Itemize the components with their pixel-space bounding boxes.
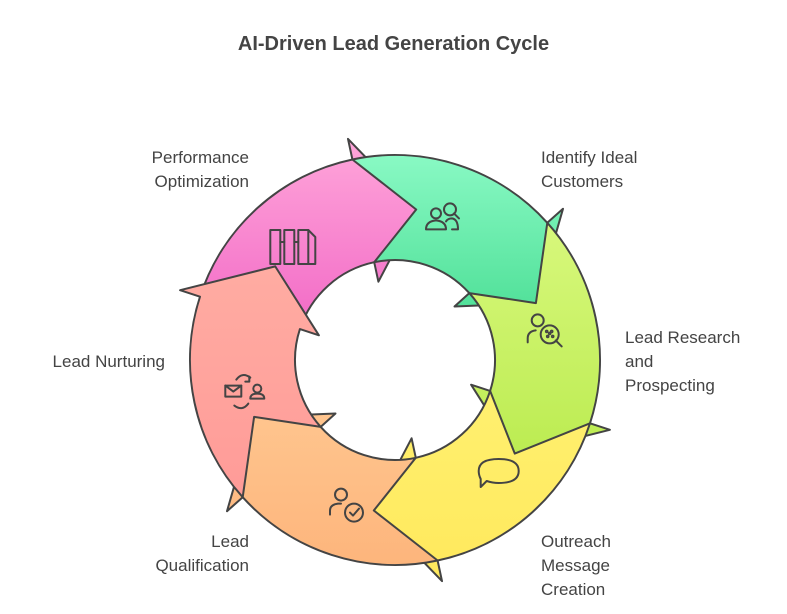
person-magnifier-icon [526, 313, 563, 348]
label-line: Message [541, 556, 610, 575]
label-line: Performance [151, 148, 249, 167]
label-line: Lead Research [625, 328, 741, 347]
label-line: Lead Nurturing [52, 352, 165, 371]
label-line: Qualification [155, 556, 249, 575]
people-search-icon [425, 202, 460, 231]
label-line: Outreach [541, 532, 611, 551]
label-line: Lead [211, 532, 249, 551]
diagram-title: AI-Driven Lead Generation Cycle [237, 33, 550, 55]
label-identify-ideal-customers: Identify Ideal Customers [541, 146, 637, 194]
label-lead-research: Lead Research and Prospecting [625, 326, 740, 398]
label-line: Prospecting [625, 376, 715, 395]
label-lead-qualification: Lead Qualification [155, 530, 249, 578]
label-line: and [625, 352, 654, 371]
label-line: Optimization [154, 172, 249, 191]
label-performance-optimization: Performance Optimization [152, 146, 249, 194]
label-line: Customers [541, 172, 624, 191]
cycle-arrow-1 [351, 154, 564, 308]
label-lead-nurturing: Lead Nurturing [53, 350, 165, 374]
speech-bubble-icon [477, 458, 520, 488]
cycle-arrow-4 [226, 412, 439, 566]
cycle-arrow-5 [179, 265, 322, 499]
mail-cycle-user-icon [224, 374, 266, 410]
label-line: Creation [541, 580, 606, 599]
cycle-arrow-2 [468, 221, 611, 455]
user-check-icon [329, 487, 364, 523]
columns-chart-icon [269, 229, 317, 265]
label-line: Identify Ideal [541, 148, 638, 167]
label-outreach-message: Outreach Message Creation [541, 530, 611, 602]
